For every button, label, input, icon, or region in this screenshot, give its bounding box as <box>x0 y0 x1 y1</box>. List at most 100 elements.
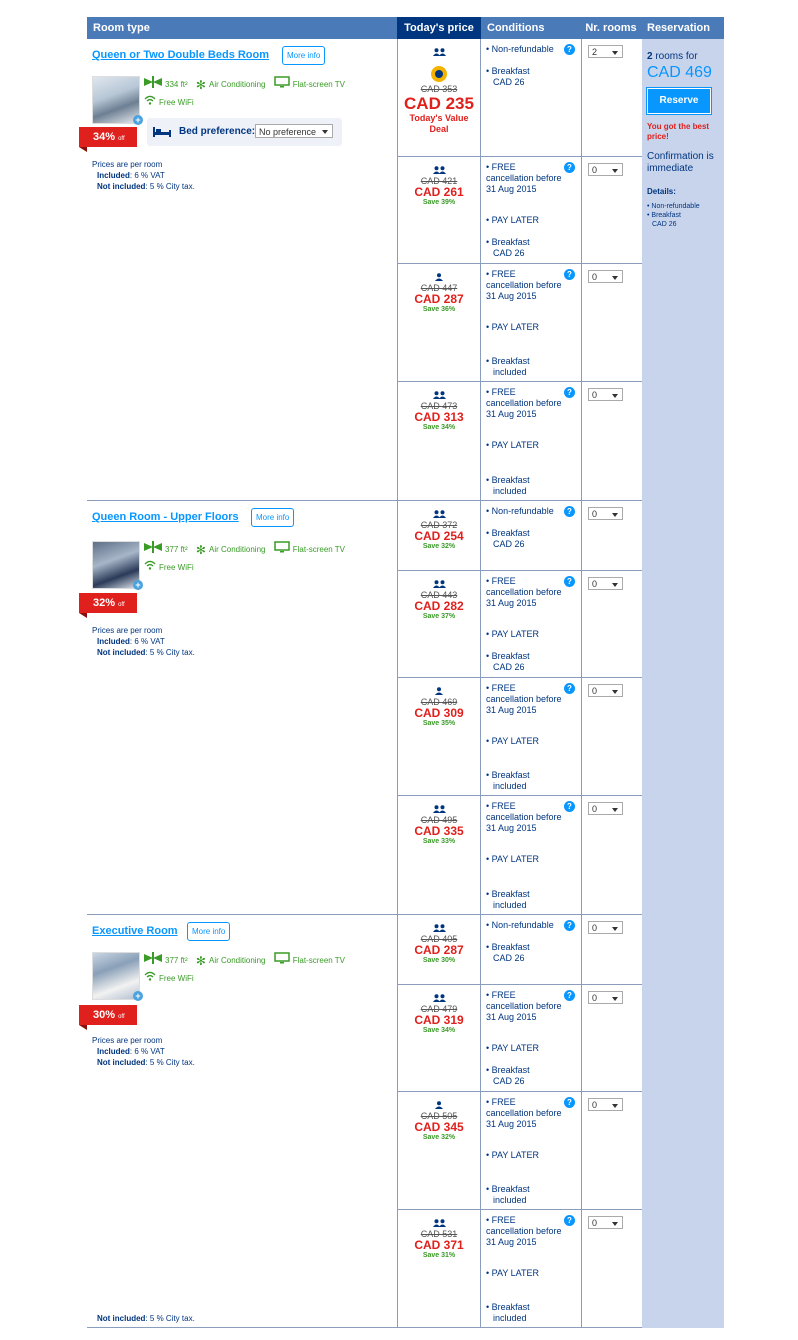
nr-rooms-select[interactable]: 0 <box>588 1216 623 1229</box>
nr-rooms-cell: 0 <box>582 796 642 915</box>
free-cancellation: • FREE cancellation before 31 Aug 2015 <box>486 1097 562 1129</box>
original-price: CAD 473 <box>420 401 458 411</box>
single-person-icon <box>398 687 480 697</box>
bed-preference-label: Bed preference: <box>179 126 256 137</box>
help-icon[interactable]: ? <box>564 387 575 398</box>
facilities-list: 334 ft² ✻Air Conditioning Flat-screen TV… <box>144 76 394 111</box>
nr-rooms-select[interactable]: 0 <box>588 802 623 815</box>
room-size: 377 ft² <box>165 956 188 966</box>
wifi-icon <box>144 970 156 987</box>
facilities-list: 377 ft² ✻Air Conditioning Flat-screen TV… <box>144 952 394 987</box>
help-icon[interactable]: ? <box>564 920 575 931</box>
discounted-price: CAD 335 <box>414 824 464 838</box>
free-cancellation: • FREE cancellation before 31 Aug 2015 <box>486 801 562 833</box>
save-percent: Save 34% <box>422 1027 456 1034</box>
nr-rooms-cell: 0 <box>582 571 642 678</box>
two-persons-icon <box>398 805 480 815</box>
save-percent: Save 31% <box>422 1252 456 1259</box>
discount-badge: 34% off <box>79 127 137 152</box>
more-info-button[interactable]: More info <box>251 508 295 527</box>
help-icon[interactable]: ? <box>564 990 575 1001</box>
single-person-icon <box>398 1101 480 1111</box>
facility-tv: Flat-screen TV <box>292 956 346 966</box>
tv-icon <box>273 76 290 94</box>
conditions-cell: ?• FREE cancellation before 31 Aug 2015 •… <box>481 571 582 678</box>
save-percent: Save 35% <box>422 720 456 727</box>
snowflake-icon: ✻ <box>195 953 206 968</box>
room-size: 377 ft² <box>165 545 188 555</box>
wifi-icon <box>144 94 156 111</box>
nr-rooms-select[interactable]: 0 <box>588 1098 623 1111</box>
save-percent: Save 32% <box>422 543 456 550</box>
help-icon[interactable]: ? <box>564 162 575 173</box>
bed-preference-box: Bed preference: No preference <box>147 118 342 146</box>
discounted-price: CAD 309 <box>414 706 464 720</box>
plus-icon[interactable]: + <box>133 115 143 125</box>
free-cancellation: • FREE cancellation before 31 Aug 2015 <box>486 576 562 608</box>
room-title-link[interactable]: Queen or Two Double Beds Room <box>92 49 270 61</box>
more-info-button[interactable]: More info <box>282 46 326 65</box>
original-price: CAD 479 <box>420 1004 458 1014</box>
single-person-icon <box>398 273 480 283</box>
help-icon[interactable]: ? <box>564 506 575 517</box>
chevron-down-icon <box>612 927 618 931</box>
plus-icon[interactable]: + <box>133 580 143 590</box>
help-icon[interactable]: ? <box>564 1097 575 1108</box>
bed-preference-select[interactable]: No preference <box>255 124 333 138</box>
nr-rooms-select[interactable]: 0 <box>588 388 623 401</box>
details-list: • Non-refundable • Breakfast CAD 26 <box>647 203 700 228</box>
nr-rooms-select[interactable]: 0 <box>588 921 623 934</box>
two-persons-icon <box>398 580 480 590</box>
two-persons-icon <box>398 1219 480 1229</box>
header-conditions: Conditions <box>481 17 581 39</box>
chevron-down-icon <box>612 513 618 517</box>
room-title-link[interactable]: Queen Room - Upper Floors <box>92 511 239 523</box>
discounted-price: CAD 371 <box>414 1238 464 1252</box>
facility-wifi: Free WiFi <box>159 98 194 107</box>
discount-badge: 30% off <box>79 1005 137 1030</box>
original-price: CAD 353 <box>420 84 458 94</box>
conditions-cell: ?• FREE cancellation before 31 Aug 2015•… <box>481 1210 582 1328</box>
room-block-queen-two-double: Queen or Two Double Beds Room More info … <box>79 39 397 501</box>
help-icon[interactable]: ? <box>564 1215 575 1226</box>
more-info-button[interactable]: More info <box>187 922 231 941</box>
reservation-summary: 2 rooms for <box>647 51 698 62</box>
table-header: Room type Today's price Conditions Nr. r… <box>87 17 724 39</box>
help-icon[interactable]: ? <box>564 683 575 694</box>
tv-icon <box>273 952 290 970</box>
non-refundable: • Non-refundable <box>486 44 554 54</box>
nr-rooms-select[interactable]: 0 <box>588 507 623 520</box>
nr-rooms-select[interactable]: 0 <box>588 684 623 697</box>
nr-rooms-select[interactable]: 0 <box>588 577 623 590</box>
nr-rooms-select[interactable]: 2 <box>588 45 623 58</box>
help-icon[interactable]: ? <box>564 801 575 812</box>
nr-rooms-select[interactable]: 0 <box>588 163 623 176</box>
discounted-price: CAD 287 <box>414 292 464 306</box>
chevron-down-icon <box>322 130 328 134</box>
help-icon[interactable]: ? <box>564 44 575 55</box>
room-photo[interactable]: + <box>92 952 143 1001</box>
help-icon[interactable]: ? <box>564 269 575 280</box>
room-title-link[interactable]: Executive Room <box>92 925 178 937</box>
help-icon[interactable]: ? <box>564 576 575 587</box>
nr-rooms-cell: 0 <box>582 678 642 796</box>
snowflake-icon: ✻ <box>195 542 206 557</box>
room-photo[interactable]: + <box>92 76 143 125</box>
nr-rooms-select[interactable]: 0 <box>588 270 623 283</box>
plus-icon[interactable]: + <box>133 991 143 1001</box>
nr-rooms-cell: 0 <box>582 985 642 1092</box>
room-photo[interactable]: + <box>92 541 143 590</box>
pay-later: • PAY LATER <box>486 629 540 639</box>
pay-later: • PAY LATER <box>486 215 540 225</box>
reserve-button[interactable]: Reserve <box>647 88 711 114</box>
nr-rooms-select[interactable]: 0 <box>588 991 623 1004</box>
save-percent: Save 33% <box>422 838 456 845</box>
